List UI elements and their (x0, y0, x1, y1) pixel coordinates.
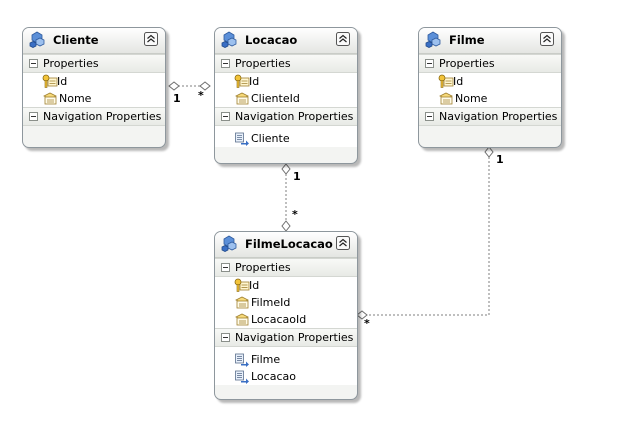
association-end-diamond (281, 163, 291, 175)
key-property-icon (234, 278, 250, 292)
properties-section-header[interactable]: Properties (215, 258, 357, 277)
collapse-minus-icon[interactable] (221, 59, 230, 68)
entity-title: Locacao (245, 33, 298, 47)
entity-title: FilmeLocacao (245, 237, 333, 251)
collapse-minus-icon[interactable] (221, 333, 230, 342)
entity-header[interactable]: Filme (419, 28, 561, 54)
navigation-section-header[interactable]: Navigation Properties (23, 107, 165, 126)
scalar-property-icon (235, 296, 249, 309)
collapse-minus-icon[interactable] (29, 59, 38, 68)
collapse-chevron-icon[interactable] (144, 32, 158, 46)
section-label: Properties (439, 57, 495, 70)
property-row[interactable]: Id (215, 277, 357, 294)
entity-filme[interactable]: Filme Properties Id (418, 27, 562, 148)
association-end-diamond (281, 220, 291, 232)
navigation-section-header[interactable]: Navigation Properties (215, 328, 357, 347)
entity-header[interactable]: Locacao (215, 28, 357, 54)
key-property-icon (234, 74, 250, 88)
section-label: Properties (43, 57, 99, 70)
association-line-filme-filmelocacao (367, 157, 490, 316)
navigation-property-row[interactable]: Locacao (215, 368, 357, 385)
section-label: Navigation Properties (235, 331, 354, 344)
entity-cliente[interactable]: Cliente Properties Id (22, 27, 166, 148)
property-name: ClienteId (251, 92, 300, 105)
section-label: Properties (235, 261, 291, 274)
collapse-minus-icon[interactable] (221, 263, 230, 272)
navigation-property-row[interactable]: Cliente (215, 130, 357, 147)
scalar-property-icon (43, 92, 57, 105)
collapse-minus-icon[interactable] (425, 59, 434, 68)
properties-section-header[interactable]: Properties (215, 54, 357, 73)
entity-header[interactable]: Cliente (23, 28, 165, 54)
entity-title: Filme (449, 33, 485, 47)
multiplicity-label: 1 (496, 153, 504, 166)
property-name: Nome (455, 92, 488, 105)
property-row[interactable]: Nome (23, 90, 165, 107)
section-spacer (215, 126, 357, 130)
property-name: LocacaoId (251, 313, 307, 326)
collapse-chevron-icon[interactable] (540, 32, 554, 46)
collapse-chevron-icon[interactable] (336, 236, 350, 250)
association-end-diamond (484, 146, 494, 158)
multiplicity-label: * (364, 317, 370, 330)
scalar-property-icon (235, 92, 249, 105)
entity-header[interactable]: FilmeLocacao (215, 232, 357, 258)
collapse-minus-icon[interactable] (221, 112, 230, 121)
property-row[interactable]: LocacaoId (215, 311, 357, 328)
property-row[interactable]: ClienteId (215, 90, 357, 107)
multiplicity-label: * (198, 89, 204, 102)
section-label: Navigation Properties (235, 110, 354, 123)
entity-title: Cliente (53, 33, 99, 47)
navigation-property-name: Locacao (251, 370, 296, 383)
association-end-diamond (199, 81, 211, 91)
collapse-minus-icon[interactable] (29, 112, 38, 121)
property-name: FilmeId (251, 296, 291, 309)
key-property-icon (42, 74, 58, 88)
scalar-property-icon (439, 92, 453, 105)
navigation-property-icon (235, 132, 249, 146)
entity-type-icon (29, 31, 45, 48)
collapse-chevron-icon[interactable] (336, 32, 350, 46)
collapse-minus-icon[interactable] (425, 112, 434, 121)
navigation-property-icon (235, 353, 249, 367)
navigation-property-icon (235, 370, 249, 384)
properties-section-header[interactable]: Properties (23, 54, 165, 73)
entity-type-icon (221, 31, 237, 48)
navigation-property-name: Filme (251, 353, 281, 366)
property-row[interactable]: Id (419, 73, 561, 90)
navigation-section-header[interactable]: Navigation Properties (215, 107, 357, 126)
property-name: Id (57, 75, 68, 88)
section-label: Properties (235, 57, 291, 70)
property-row[interactable]: Nome (419, 90, 561, 107)
navigation-section-header[interactable]: Navigation Properties (419, 107, 561, 126)
association-end-diamond (168, 81, 180, 91)
section-label: Navigation Properties (43, 110, 162, 123)
entity-filmelocacao[interactable]: FilmeLocacao Properties Id (214, 231, 358, 400)
section-spacer (215, 347, 357, 351)
property-row[interactable]: FilmeId (215, 294, 357, 311)
property-row[interactable]: Id (215, 73, 357, 90)
property-name: Id (249, 75, 260, 88)
entity-locacao[interactable]: Locacao Properties Id (214, 27, 358, 164)
multiplicity-label: * (292, 208, 298, 221)
property-row[interactable]: Id (23, 73, 165, 90)
property-name: Id (453, 75, 464, 88)
key-property-icon (438, 74, 454, 88)
property-name: Nome (59, 92, 92, 105)
navigation-property-row[interactable]: Filme (215, 351, 357, 368)
multiplicity-label: 1 (173, 92, 181, 105)
section-label: Navigation Properties (439, 110, 558, 123)
scalar-property-icon (235, 313, 249, 326)
association-end-diamond (356, 310, 368, 320)
entity-type-icon (425, 31, 441, 48)
property-name: Id (249, 279, 260, 292)
entity-type-icon (221, 235, 237, 252)
properties-section-header[interactable]: Properties (419, 54, 561, 73)
multiplicity-label: 1 (293, 170, 301, 183)
navigation-property-name: Cliente (251, 132, 290, 145)
